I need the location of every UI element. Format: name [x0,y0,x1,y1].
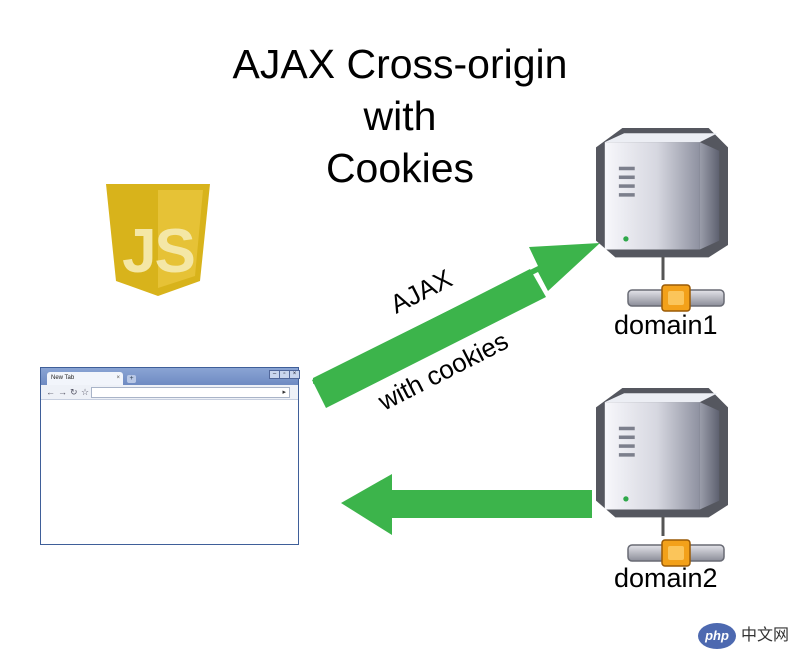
browser-tab-label: New Tab [51,375,75,381]
reload-icon[interactable]: ↻ [70,387,78,397]
browser-window: New Tab × + – ▫ × ← → ↻ ☆ ▸ [40,367,300,545]
php-logo: php [698,623,736,649]
javascript-logo: JS [106,184,210,296]
tab-close-icon[interactable]: × [116,375,120,381]
title-line-2: with [363,93,437,139]
server-domain2 [596,388,728,518]
title-line-3: Cookies [325,145,475,191]
server-domain1 [596,128,728,258]
server-label-domain1: domain1 [614,310,718,340]
diagram-title: AJAX Cross-origin with Cookies [0,38,800,194]
watermark-text: 中文网 [741,627,790,644]
new-tab-icon[interactable]: + [127,375,136,383]
go-icon[interactable]: ▸ [282,389,286,396]
star-icon[interactable]: ☆ [81,387,90,397]
close-window-icon[interactable]: × [289,370,300,379]
browser-titlebar: New Tab × + – ▫ × [41,368,300,385]
address-bar[interactable]: ▸ [91,387,290,398]
back-icon[interactable]: ← [46,387,55,397]
server-label-domain2: domain2 [614,563,718,593]
title-line-1: AJAX Cross-origin [232,41,568,87]
browser-tab[interactable]: New Tab × [47,372,123,385]
browser-toolbar: ← → ↻ ☆ ▸ [41,385,298,400]
response-arrow [341,474,592,535]
js-letters: JS [122,217,194,286]
forward-icon[interactable]: → [58,387,67,397]
request-arrow [313,243,600,384]
network-connector-domain1 [627,284,725,312]
